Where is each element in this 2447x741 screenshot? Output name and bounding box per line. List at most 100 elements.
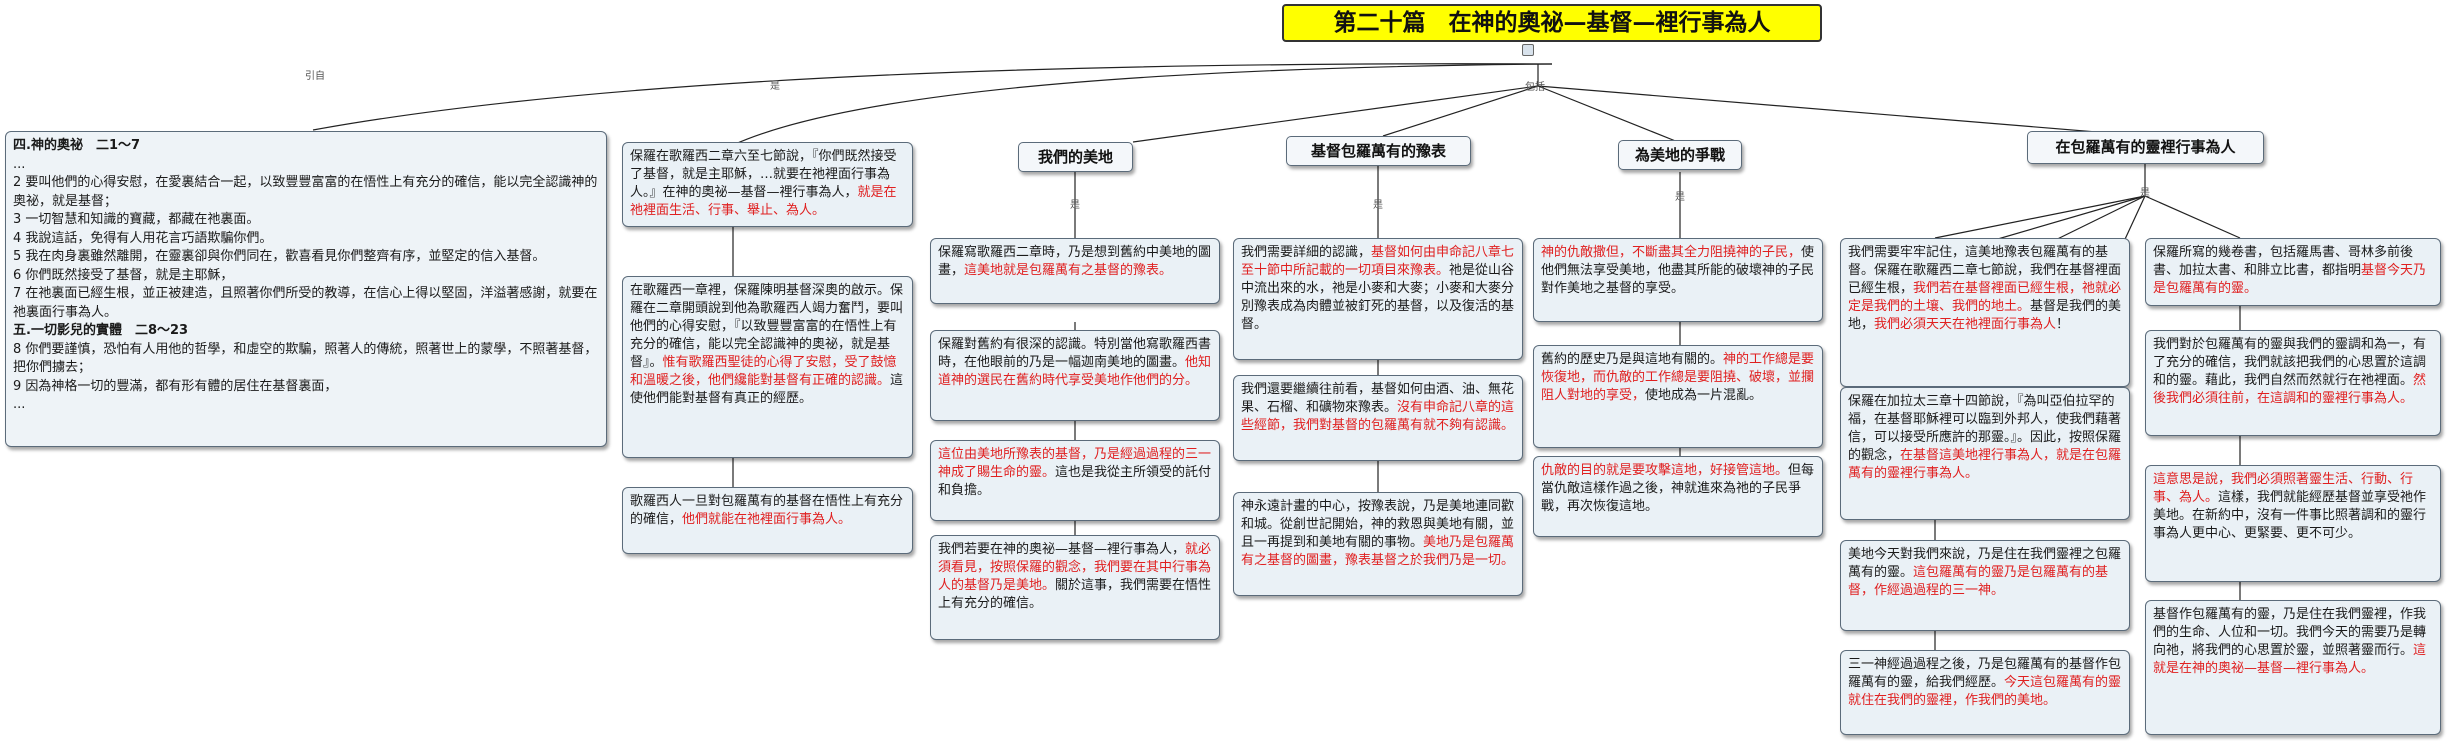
note-segment: 這也是我從主所領受的託付和負擔。 <box>938 465 1212 498</box>
link-label-shi-t4: 是 <box>2140 188 2150 199</box>
link-label-shi-t3: 是 <box>1675 192 1685 203</box>
note-segment: ！ <box>2056 317 2070 332</box>
link-baokuo-t2 <box>1382 85 1539 137</box>
scripture-verse: 3 一切智慧和知識的寶藏，都藏在祂裏面。 <box>13 212 260 227</box>
scripture-panel[interactable]: 四.神的奧祕 二1〜7... 2 要叫他們的心得安慰，在愛裏結合一起，以致豐豐富富… <box>5 131 607 447</box>
scripture-verse: 9 因為神格一切的豐滿，都有形有體的居住在基督裏面， <box>13 378 338 394</box>
note-segment: 這美地就是包羅萬有之基督的豫表。 <box>964 263 1173 278</box>
note-c6a[interactable]: 保羅所寫的幾卷書，包括羅馬書、哥林多前後書、加拉太書、和腓立比書，都指明基督今天… <box>2145 238 2441 306</box>
root-expander-icon[interactable] <box>1522 44 1534 56</box>
note-segment: 使地成為一片混亂。 <box>1645 388 1763 403</box>
note-segment: 我們必須天天在祂裡面行事為人 <box>1874 317 2057 332</box>
note-c5b[interactable]: 保羅在加拉太三章十四節說，『為叫亞伯拉罕的福，在基督耶穌裡可以臨到外邦人，使我們… <box>1840 387 2130 520</box>
note-segment: 然後我們必須往前，在這調和的靈裡行事為人。 <box>2153 373 2427 406</box>
note-segment: 我們還要繼續往前看，基督如何由酒、油、無花果、石榴、和礦物來豫表。 <box>1241 382 1515 415</box>
topic-walk-in-spirit[interactable]: 在包羅萬有的靈裡行事為人 <box>2027 131 2264 164</box>
link-label-shi-col1: 是 <box>770 81 780 92</box>
link-label-yinzi: 引自 <box>305 71 325 82</box>
note-segment: 保羅寫歌羅西二章時，乃是想到舊約中美地的圖畫， <box>938 245 1212 278</box>
note-segment: 三一神經過過程之後，乃是包羅萬有的基督作包羅萬有的靈，給我們經歷。 <box>1848 657 2122 690</box>
link-baokuo-t1 <box>1132 85 1539 143</box>
note-segment: 舊約的歷史乃是與這地有關的。 <box>1541 352 1724 367</box>
note-segment: 保羅在加拉太三章十四節說，『為叫亞伯拉罕的福，在基督耶穌裡可以臨到外邦人，使我們… <box>1848 394 2122 463</box>
note-c1a[interactable]: 保羅在歌羅西二章六至七節說，『你們既然接受了基督，就是主耶穌，…就要在祂裡面行事… <box>622 142 913 227</box>
scripture-verse: ... <box>13 156 26 172</box>
scripture-verse: 6 你們既然接受了基督，就是主耶穌， <box>13 267 234 283</box>
note-segment: 歌羅西人一旦對包羅萬有的基督在悟性上有充分的確信， <box>630 494 904 527</box>
note-segment: 神的仇敵撒但，不斷盡其全力阻撓神的子民， <box>1541 245 1802 260</box>
note-c2a[interactable]: 保羅寫歌羅西二章時，乃是想到舊約中美地的圖畫，這美地就是包羅萬有之基督的豫表。 <box>930 238 1220 304</box>
topic-warfare-for-land[interactable]: 為美地的爭戰 <box>1618 140 1742 170</box>
link-baokuo-t4 <box>1537 85 2146 137</box>
note-segment: 我們需要詳細的認識， <box>1241 245 1372 260</box>
scripture-verse: 4 我說這話，免得有人用花言巧語欺騙你們。 <box>13 230 273 246</box>
note-segment: 這就是在神的奧祕—基督—裡行事為人。 <box>2153 643 2427 676</box>
note-c3b[interactable]: 我們還要繼續往前看，基督如何由酒、油、無花果、石榴、和礦物來豫表。沒有申命記八章… <box>1233 375 1523 461</box>
note-c1b[interactable]: 在歌羅西一章裡，保羅陳明基督深奧的啟示。保羅在二章開頭說到他為歌羅西人竭力奮鬥，… <box>622 276 913 458</box>
note-segment: 祂是從山谷中流出來的水，祂是小麥和大麥；小麥和大麥分別豫表成為肉體並被釘死的基督… <box>1241 263 1515 332</box>
note-segment: 基督如何由申命記八章七至十節中所記載的一切項目來豫表。 <box>1241 245 1515 278</box>
note-segment: 仇敵的目的就是要攻擊這地，好接管這地。 <box>1541 463 1789 478</box>
root-title[interactable]: 第二十篇 在神的奧祕—基督—裡行事為人 <box>1282 4 1822 42</box>
note-c2c[interactable]: 這位由美地所豫表的基督，乃是經過過程的三一神成了賜生命的靈。這也是我從主所領受的… <box>930 440 1220 521</box>
note-segment: 我們若要在神的奧祕—基督—裡行事為人， <box>938 542 1186 557</box>
note-segment: 在基督這美地裡行事為人，就是在包羅萬有的靈裡行事為人。 <box>1848 448 2122 481</box>
note-c6d[interactable]: 基督作包羅萬有的靈，乃是住在我們靈裡，作我們的生命、人位和一切。我們今天的需要乃… <box>2145 600 2441 735</box>
scripture-heading: 四.神的奧祕 二1〜7 <box>13 138 141 153</box>
note-c1c[interactable]: 歌羅西人一旦對包羅萬有的基督在悟性上有充分的確信，他們就能在祂裡面行事為人。 <box>622 487 913 554</box>
note-segment: 美地今天對我們來說，乃是住在我們靈裡之包羅萬有的靈。 <box>1848 547 2122 580</box>
note-segment: 今天這包羅萬有的靈就住在我們的靈裡，作我們的美地。 <box>1848 675 2122 708</box>
note-c6b[interactable]: 我們對於包羅萬有的靈與我們的靈調和為一，有了充分的確信，我們就該把我們的心思置於… <box>2145 330 2441 436</box>
link-root-col1 <box>732 63 1553 146</box>
note-c3c[interactable]: 神永遠計畫的中心，按豫表說，乃是美地連同歡和城。從創世記開始，神的救恩與美地有關… <box>1233 492 1523 596</box>
note-segment: 我們需要牢牢記住，這美地豫表包羅萬有的基督。保羅在歌羅西二章七節說，我們在基督裡… <box>1848 245 2122 296</box>
note-segment: 神的工作總是要恢復地，而仇敵的工作總是要阻撓、破壞，並攔阻人對地的享受， <box>1541 352 1815 403</box>
note-segment: 關於這事，我們需要在悟性上有充分的確信。 <box>938 578 1212 611</box>
link-label-shi-t2: 是 <box>1373 200 1383 211</box>
note-c2d[interactable]: 我們若要在神的奧祕—基督—裡行事為人，就必須看見，按照保羅的觀念，我們要在其中行… <box>930 535 1220 640</box>
topic-types-of-christ[interactable]: 基督包羅萬有的豫表 <box>1286 136 1471 166</box>
note-c5c[interactable]: 美地今天對我們來說，乃是住在我們靈裡之包羅萬有的靈。這包羅萬有的靈乃是包羅萬有的… <box>1840 540 2130 631</box>
topic-our-good-land[interactable]: 我們的美地 <box>1018 142 1133 172</box>
note-segment: 基督今天乃是包羅萬有的靈。 <box>2153 263 2427 296</box>
scripture-verse: 2 要叫他們的心得安慰，在愛裏結合一起，以致豐豐富富的在悟性上有充分的確信，能以… <box>13 175 598 209</box>
note-c4b[interactable]: 舊約的歷史乃是與這地有關的。神的工作總是要恢復地，而仇敵的工作總是要阻撓、破壞，… <box>1533 345 1823 448</box>
note-segment: 這樣，我們就能經歷基督並享受祂作美地。在新約中，沒有一件事比照著調和的靈行事為人… <box>2153 490 2427 541</box>
link-baokuo-t3 <box>1537 85 1679 143</box>
scripture-verse: 7 在祂裏面已經生根，並正被建造，且照著你們所受的教導，在信心上得以堅固，洋溢著… <box>13 286 598 320</box>
note-segment: 就必須看見，按照保羅的觀念，我們要在其中行事為人的基督乃是美地。 <box>938 542 1212 593</box>
note-segment: 這使他們能對基督有真正的經歷。 <box>630 373 904 406</box>
note-segment: 基督作包羅萬有的靈，乃是住在我們靈裡，作我們的生命、人位和一切。我們今天的需要乃… <box>2153 607 2427 658</box>
scripture-heading: 五.一切影兒的實體 二8〜23 <box>13 323 189 338</box>
note-segment: 這包羅萬有的靈乃是包羅萬有的基督，作經過過程的三一神。 <box>1848 565 2109 598</box>
note-segment: 這位由美地所豫表的基督，乃是經過過程的三一神成了賜生命的靈。 <box>938 447 1212 480</box>
note-c6c[interactable]: 這意思是說，我們必須照著靈生活、行動、行事、為人。這樣，我們就能經歷基督並享受祂… <box>2145 465 2441 582</box>
note-segment: 基督是我們的美地， <box>1848 299 2122 332</box>
note-segment: 使他們無法享受美地，他盡其所能的破壞神的子民對作美地之基督的享受。 <box>1541 245 1815 296</box>
note-c5a-visible[interactable]: 我們需要牢牢記住，這美地豫表包羅萬有的基督。保羅在歌羅西二章七節說，我們在基督裡… <box>1840 238 2130 387</box>
note-segment: 我們若在基督裡面已經生根，祂就必定是我們的土壤、我們的地土。 <box>1848 281 2122 314</box>
note-segment: 在歌羅西一章裡，保羅陳明基督深奧的啟示。保羅在二章開頭說到他為歌羅西人竭力奮鬥，… <box>630 283 904 370</box>
note-c2b[interactable]: 保羅對舊約有很深的認識。特別當他寫歌羅西書時，在他眼前的乃是一幅迦南美地的圖畫。… <box>930 330 1220 421</box>
note-segment: 他們就能在祂裡面行事為人。 <box>682 512 852 527</box>
note-segment: 他知道神的選民在舊約時代享受美地作他們的分。 <box>938 355 1212 388</box>
link-root-left <box>312 63 1553 131</box>
scripture-verse: ... <box>13 397 26 412</box>
note-segment: 就是在祂裡面生活、行事、舉止、為人。 <box>630 185 897 218</box>
note-c3a[interactable]: 我們需要詳細的認識，基督如何由申命記八章七至十節中所記載的一切項目來豫表。祂是從… <box>1233 238 1523 360</box>
link-label-shi-t1: 是 <box>1070 200 1080 211</box>
note-segment: 沒有申命記八章的這些經節，我們對基督的包羅萬有就不夠有認識。 <box>1241 400 1515 433</box>
note-segment: 這意思是說，我們必須照著靈生活、行動、行事、為人。 <box>2153 472 2414 505</box>
scripture-verse: 5 我在肉身裏雖然離開，在靈裏卻與你們同在，歡喜看見你們整齊有序，並堅定的信入基… <box>13 249 546 264</box>
scripture-verse: 8 你們要謹慎，恐怕有人用他的哲學，和虛空的欺騙，照著人的傳統，照著世上的蒙學，… <box>13 341 598 376</box>
note-segment: 但每當仇敵這樣作過之後，神就進來為祂的子民爭戰，再次恢復這地。 <box>1541 463 1815 514</box>
note-segment: 保羅對舊約有很深的認識。特別當他寫歌羅西書時，在他眼前的乃是一幅迦南美地的圖畫。 <box>938 337 1212 370</box>
link-label-baokuo: 包括 <box>1525 82 1545 93</box>
note-segment: 保羅所寫的幾卷書，包括羅馬書、哥林多前後書、加拉太書、和腓立比書，都指明 <box>2153 245 2414 278</box>
note-segment: 我們對於包羅萬有的靈與我們的靈調和為一，有了充分的確信，我們就該把我們的心思置於… <box>2153 337 2427 388</box>
note-c4c[interactable]: 仇敵的目的就是要攻擊這地，好接管這地。但每當仇敵這樣作過之後，神就進來為祂的子民… <box>1533 456 1823 537</box>
note-segment: 神永遠計畫的中心，按豫表說，乃是美地連同歡和城。從創世記開始，神的救恩與美地有關… <box>1241 499 1515 550</box>
note-segment: 保羅在歌羅西二章六至七節說，『你們既然接受了基督，就是主耶穌，…就要在祂裡面行事… <box>630 149 897 200</box>
note-c4a[interactable]: 神的仇敵撒但，不斷盡其全力阻撓神的子民，使他們無法享受美地，他盡其所能的破壞神的… <box>1533 238 1823 322</box>
note-c5d[interactable]: 三一神經過過程之後，乃是包羅萬有的基督作包羅萬有的靈，給我們經歷。今天這包羅萬有… <box>1840 650 2130 735</box>
